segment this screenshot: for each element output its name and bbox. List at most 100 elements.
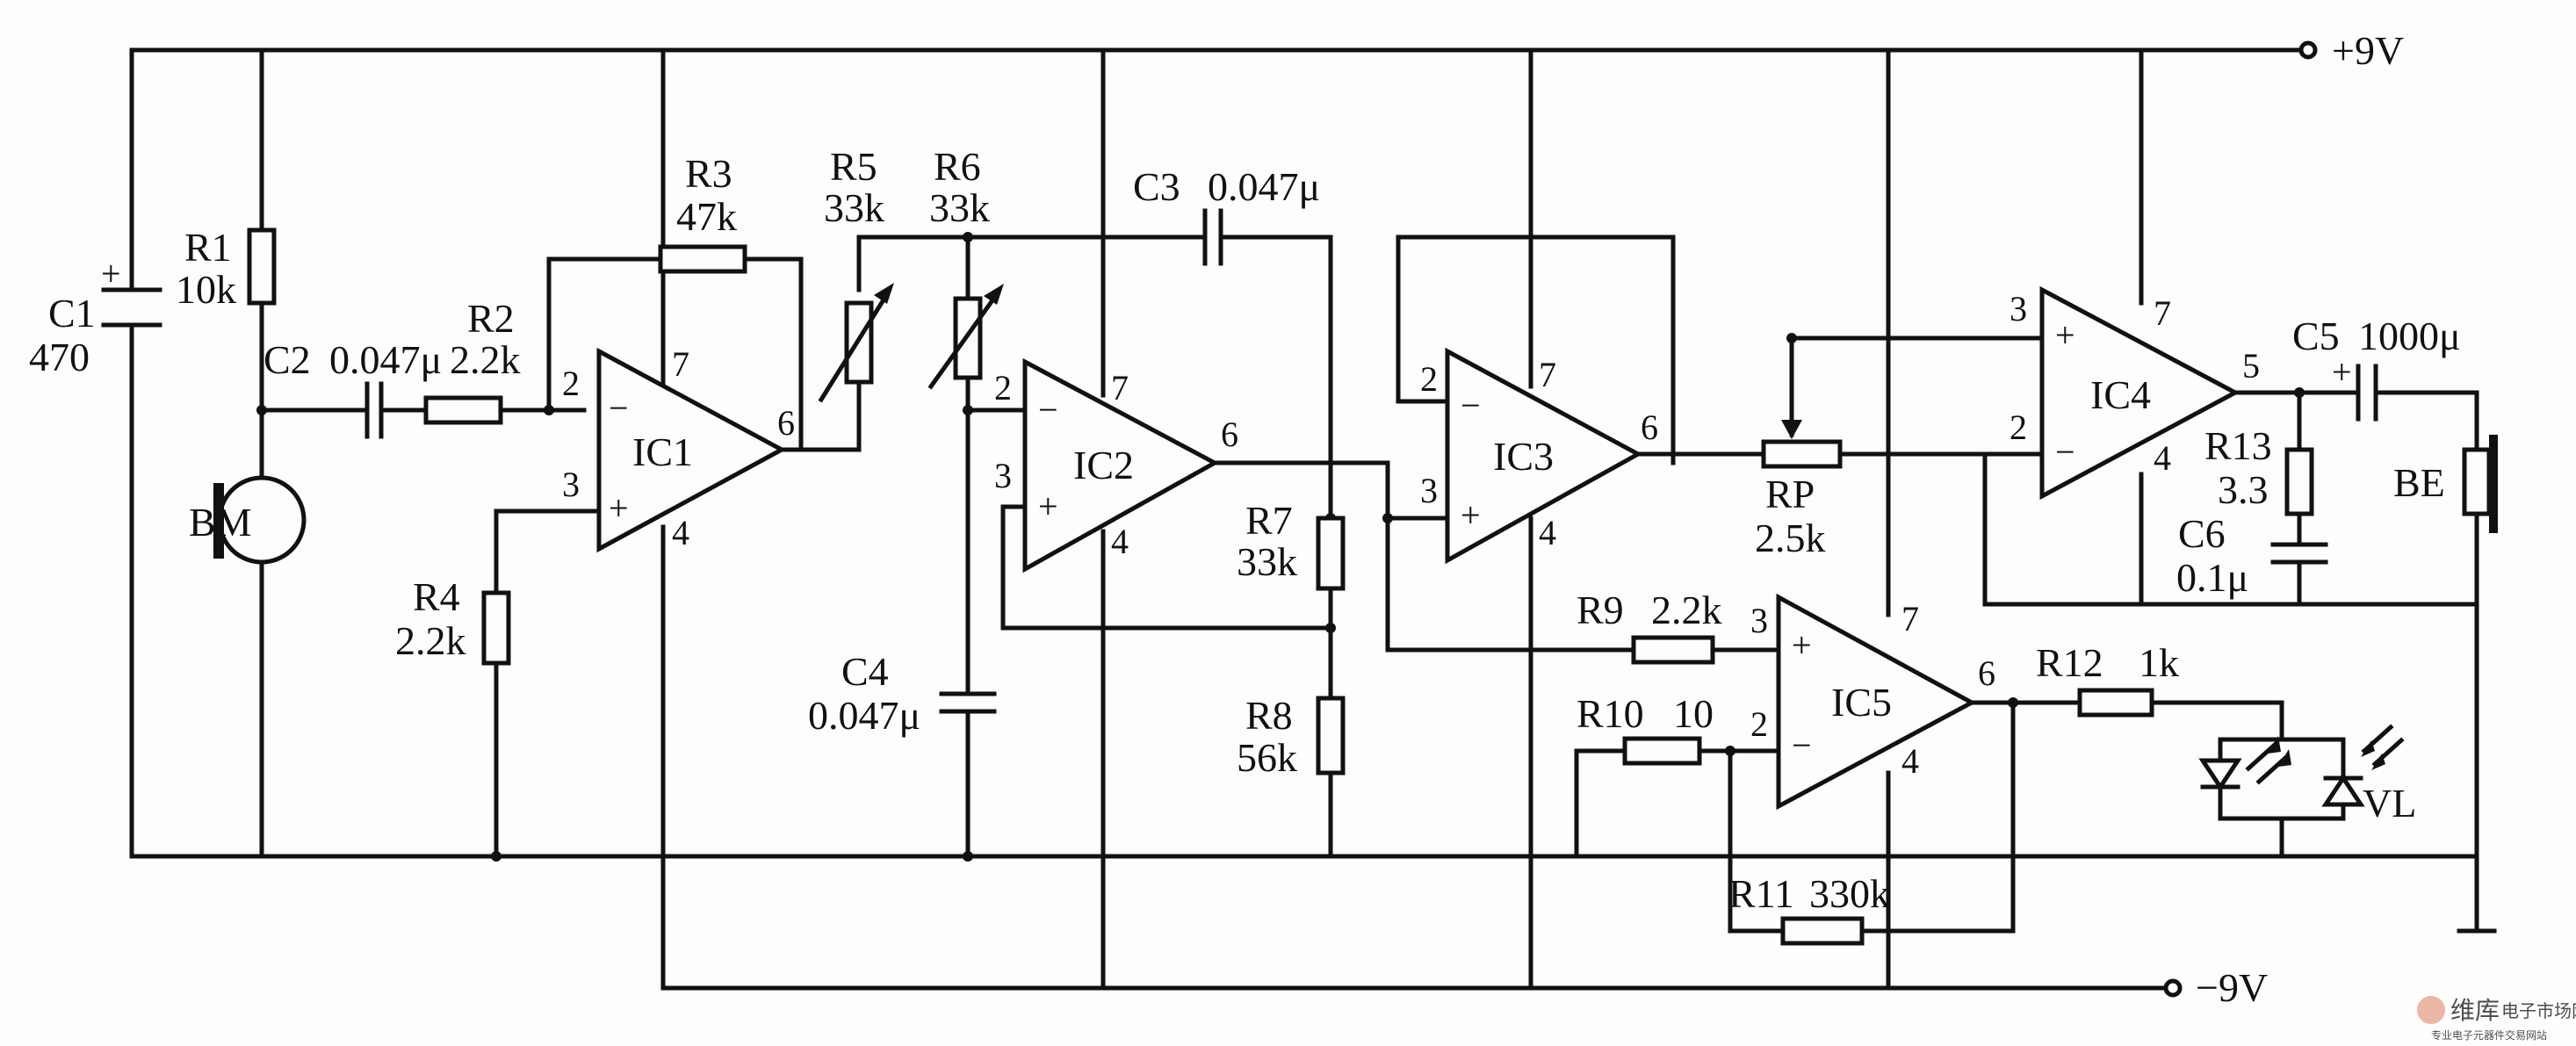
r7-resistor xyxy=(1316,516,1346,591)
r7-value: 33k xyxy=(1237,539,1297,584)
r9-resistor xyxy=(1631,635,1715,665)
svg-text:7: 7 xyxy=(1111,368,1129,408)
svg-text:4: 4 xyxy=(1901,741,1919,781)
svg-text:−: − xyxy=(2055,432,2075,472)
svg-text:3: 3 xyxy=(562,465,580,504)
svg-text:3: 3 xyxy=(994,456,1012,495)
c3-capacitor xyxy=(1202,208,1223,266)
rp-name: RP xyxy=(1765,472,1815,516)
svg-text:+: + xyxy=(1038,487,1058,526)
svg-text:3: 3 xyxy=(2010,289,2027,328)
r11-resistor xyxy=(1780,916,1865,946)
c6-capacitor xyxy=(2270,542,2328,565)
c4-capacitor xyxy=(939,691,997,714)
r2-value: 2.2k xyxy=(450,337,521,382)
watermark-logo: 维库 xyxy=(2450,996,2500,1025)
watermark-title: 电子市场网 xyxy=(2501,1000,2576,1021)
svg-text:7: 7 xyxy=(672,344,689,384)
c5-name: C5 xyxy=(2292,314,2340,358)
r13-resistor xyxy=(2284,447,2314,516)
r7-name: R7 xyxy=(1245,498,1293,543)
r3-name: R3 xyxy=(685,151,732,196)
c1-polarity: + xyxy=(101,254,121,293)
svg-text:6: 6 xyxy=(1641,408,1658,447)
svg-text:4: 4 xyxy=(1539,513,1556,552)
r9-value: 2.2k xyxy=(1651,588,1722,632)
r10-name: R10 xyxy=(1577,691,1644,736)
neg-supply-label: −9V xyxy=(2196,965,2268,1010)
svg-text:−: − xyxy=(1792,725,1812,765)
svg-text:−: − xyxy=(1461,386,1481,425)
c4-value: 0.047μ xyxy=(808,693,920,738)
ic1-label: IC1 xyxy=(632,429,693,474)
svg-text:2: 2 xyxy=(1420,359,1438,399)
r6-variable-resistor xyxy=(927,284,1004,390)
c4-name: C4 xyxy=(841,649,889,694)
r8-name: R8 xyxy=(1245,693,1293,738)
svg-text:4: 4 xyxy=(1111,522,1129,561)
pos-supply-terminal xyxy=(2298,40,2318,60)
resistors xyxy=(247,227,2314,946)
r2-name: R2 xyxy=(467,296,515,341)
r1-resistor xyxy=(247,227,277,306)
r5-value: 33k xyxy=(824,185,884,230)
svg-text:−: − xyxy=(609,388,629,428)
bm-name: BM xyxy=(189,500,252,545)
svg-text:2: 2 xyxy=(562,364,580,403)
r10-value: 10 xyxy=(1673,691,1714,736)
r3-resistor xyxy=(658,244,747,274)
c6-name: C6 xyxy=(2178,511,2226,556)
svg-text:4: 4 xyxy=(2154,438,2171,478)
c3-name: C3 xyxy=(1133,164,1180,209)
svg-text:2: 2 xyxy=(994,368,1012,408)
be-name: BE xyxy=(2393,460,2445,505)
c5-value: 1000μ xyxy=(2358,314,2461,358)
r5-name: R5 xyxy=(830,144,877,189)
neg-supply-terminal xyxy=(2163,978,2183,998)
speaker-be xyxy=(2462,435,2498,533)
svg-text:3: 3 xyxy=(1750,601,1768,640)
r1-value: 10k xyxy=(176,267,236,312)
r8-resistor xyxy=(1316,696,1346,775)
vl-optocoupler xyxy=(2198,724,2405,807)
ic5-opamp: IC5 + − 3 2 7 4 6 xyxy=(1750,593,1995,811)
rp-potentiometer xyxy=(1761,439,1843,469)
r2-resistor xyxy=(423,395,503,425)
r8-value: 56k xyxy=(1237,735,1297,780)
svg-text:6: 6 xyxy=(777,403,795,443)
c1-name: C1 xyxy=(48,291,96,335)
watermark-sub: 专业电子元器件交易网站 xyxy=(2431,1028,2547,1042)
c1-value: 470 xyxy=(29,335,90,379)
c5-polarity: + xyxy=(2332,352,2352,392)
r5-variable-resistor xyxy=(818,283,894,452)
ic2-label: IC2 xyxy=(1073,443,1134,487)
r9-name: R9 xyxy=(1577,588,1624,632)
c2-value: 0.047μ xyxy=(329,337,442,382)
svg-text:+: + xyxy=(2055,315,2075,355)
svg-text:+: + xyxy=(1792,625,1812,665)
c6-value: 0.1μ xyxy=(2176,555,2248,600)
svg-text:6: 6 xyxy=(1221,415,1238,454)
r12-value: 1k xyxy=(2139,640,2179,685)
r13-name: R13 xyxy=(2204,423,2272,468)
svg-text:2: 2 xyxy=(1750,704,1768,744)
r3-value: 47k xyxy=(676,194,737,239)
c2-name: C2 xyxy=(263,337,311,382)
ic4-label: IC4 xyxy=(2090,372,2151,417)
c2-capacitor xyxy=(364,381,384,439)
c3-value: 0.047μ xyxy=(1208,164,1320,209)
r4-resistor xyxy=(481,590,511,666)
svg-text:+: + xyxy=(609,488,629,528)
r13-value: 3.3 xyxy=(2218,467,2269,512)
watermark: 维库 电子市场网 专业电子元器件交易网站 xyxy=(2417,996,2576,1042)
r12-resistor xyxy=(2077,688,2154,718)
r4-value: 2.2k xyxy=(395,618,466,663)
ic4-opamp: IC4 + − 3 2 7 4 5 xyxy=(2010,285,2260,501)
ic5-label: IC5 xyxy=(1831,680,1892,725)
c1-capacitor xyxy=(101,287,162,328)
svg-text:4: 4 xyxy=(672,513,689,552)
watermark-logo-icon xyxy=(2417,996,2445,1024)
vl-name: VL xyxy=(2363,781,2416,826)
r10-resistor xyxy=(1622,736,1702,766)
